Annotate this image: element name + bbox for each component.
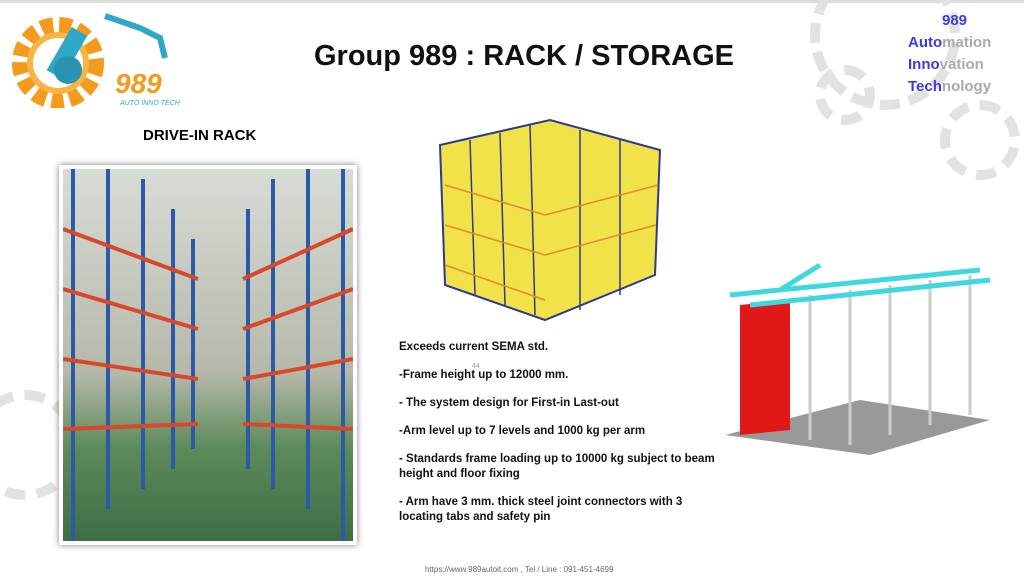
page-number: 44 (472, 363, 480, 370)
gear-decoration-icon (810, 0, 960, 110)
feature-item: - Arm have 3 mm. thick steel joint conne… (399, 496, 683, 523)
warehouse-photo (59, 165, 357, 545)
drive-in-rack-frame-diagram (725, 262, 991, 455)
gear-decoration-icon (940, 100, 1020, 180)
top-border (0, 0, 1024, 3)
feature-item: - Standards frame loading up to 10000 kg… (399, 453, 715, 480)
feature-item: -Arm level up to 7 levels and 1000 kg pe… (399, 425, 646, 437)
svg-text:989: 989 (115, 68, 162, 99)
company-logo: 989 AUTO INNO TECH (12, 13, 181, 108)
footer-contact: https://www.989autoit.com , Tel / Line :… (425, 565, 614, 574)
gear-decoration-icon (815, 65, 875, 125)
brand-auto-rest: mation (942, 34, 992, 51)
brand-number: 989 (942, 12, 968, 29)
svg-text:AUTO INNO TECH: AUTO INNO TECH (119, 100, 181, 107)
brand-tech: Tech (908, 78, 942, 95)
drive-in-rack-3d-diagram (438, 118, 662, 322)
section-subtitle: DRIVE-IN RACK (143, 127, 257, 144)
brand-auto: Auto (908, 34, 943, 51)
brand-inno-rest: vation (939, 56, 984, 73)
feature-item: - The system design for First-in Last-ou… (399, 397, 619, 409)
feature-list: Exceeds current SEMA std. -Frame height … (399, 340, 719, 538)
brand-tech-rest: nology (941, 78, 992, 95)
feature-item: -Frame height up to 12000 mm. (399, 369, 569, 381)
brand-inno: Inno (908, 56, 940, 73)
page-title: Group 989 : RACK / STORAGE (314, 40, 735, 72)
feature-item: Exceeds current SEMA std. (399, 341, 549, 353)
brand-text: 989 Automation Innovation Technology (908, 10, 991, 98)
